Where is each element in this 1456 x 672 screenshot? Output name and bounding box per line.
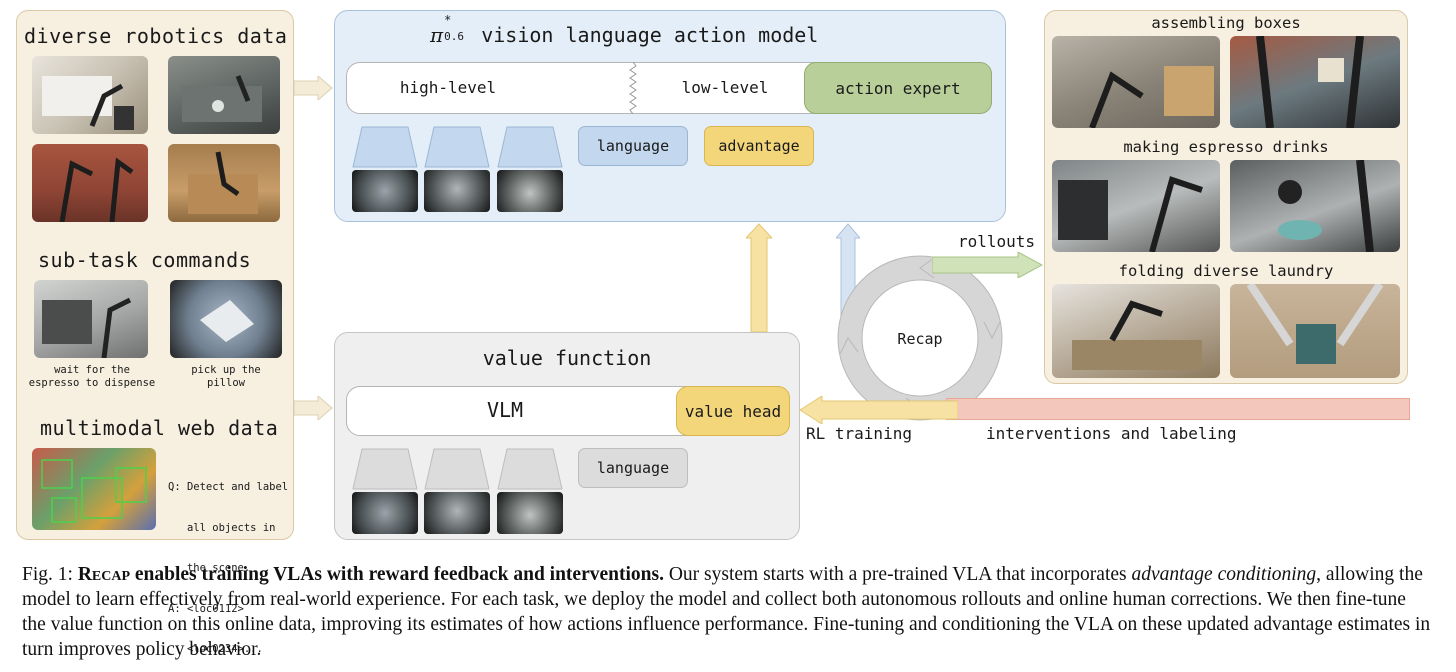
espresso-caption: wait for the espresso to dispense	[28, 364, 156, 389]
high-level-label: high-level	[399, 78, 497, 97]
rollouts-label: rollouts	[958, 232, 1036, 251]
boxes-photo-2	[1230, 36, 1400, 128]
recap-label: Recap	[897, 330, 943, 348]
vla-title: π*0.6 vision language action model	[430, 13, 819, 47]
value-function-box	[334, 332, 800, 540]
arrow-data-to-vla	[294, 76, 333, 100]
rl-training-arrow	[799, 396, 958, 424]
pillow-photo	[170, 280, 282, 358]
low-level-label: low-level	[681, 78, 769, 97]
vla-language-token: language	[578, 126, 688, 166]
laundry-photo-2	[1230, 284, 1400, 378]
vla-camera-image-3	[497, 170, 563, 212]
vla-camera-image-1	[352, 170, 418, 212]
web-data-title: multimodal web data	[40, 416, 279, 440]
value-image-token-3	[497, 448, 563, 490]
robot-table-photo	[168, 56, 280, 134]
espresso-photo-1	[1052, 160, 1220, 252]
arrow-data-to-value	[294, 396, 333, 420]
action-expert-block: action expert	[804, 62, 992, 114]
web-detection-photo	[32, 448, 156, 530]
value-image-token-1	[352, 448, 418, 490]
vlm-label: VLM	[486, 398, 524, 422]
laundry-photo-1	[1052, 284, 1220, 378]
arrow-value-to-vla	[746, 223, 772, 332]
value-function-title: value function	[482, 346, 652, 370]
figure-caption: Fig. 1: Recap enables training VLAs with…	[22, 564, 1431, 660]
robot-bedroom-photo	[32, 56, 148, 134]
boxes-photo-1	[1052, 36, 1220, 128]
advantage-token: advantage	[704, 126, 814, 166]
robotics-data-title: diverse robotics data	[24, 24, 288, 48]
robot-box-photo	[168, 144, 280, 222]
task-title-boxes: assembling boxes	[1151, 14, 1301, 32]
value-camera-image-1	[352, 492, 418, 534]
rl-training-label: RL training	[806, 424, 912, 443]
value-language-token: language	[578, 448, 688, 488]
task-title-espresso: making espresso drinks	[1123, 138, 1329, 156]
vla-camera-image-2	[424, 170, 490, 212]
value-camera-image-2	[424, 492, 490, 534]
subtask-commands-title: sub-task commands	[38, 248, 252, 272]
value-image-token-2	[424, 448, 490, 490]
vla-image-token-2	[424, 126, 490, 168]
task-title-laundry: folding diverse laundry	[1118, 262, 1334, 280]
value-camera-image-3	[497, 492, 563, 534]
value-head-block: value head	[676, 386, 790, 436]
pillow-caption: pick up the pillow	[191, 364, 261, 389]
rollouts-arrow	[932, 252, 1044, 278]
interventions-arrow	[946, 398, 1410, 420]
vla-image-token-1	[352, 126, 418, 168]
espresso-photo	[34, 280, 148, 358]
web-qa-text: Q: Detect and label all objects in the s…	[168, 481, 289, 655]
robot-brick-photo	[32, 144, 148, 222]
zigzag-divider	[629, 62, 637, 114]
vla-image-token-3	[497, 126, 563, 168]
espresso-photo-2	[1230, 160, 1400, 252]
interventions-label: interventions and labeling	[986, 424, 1237, 443]
